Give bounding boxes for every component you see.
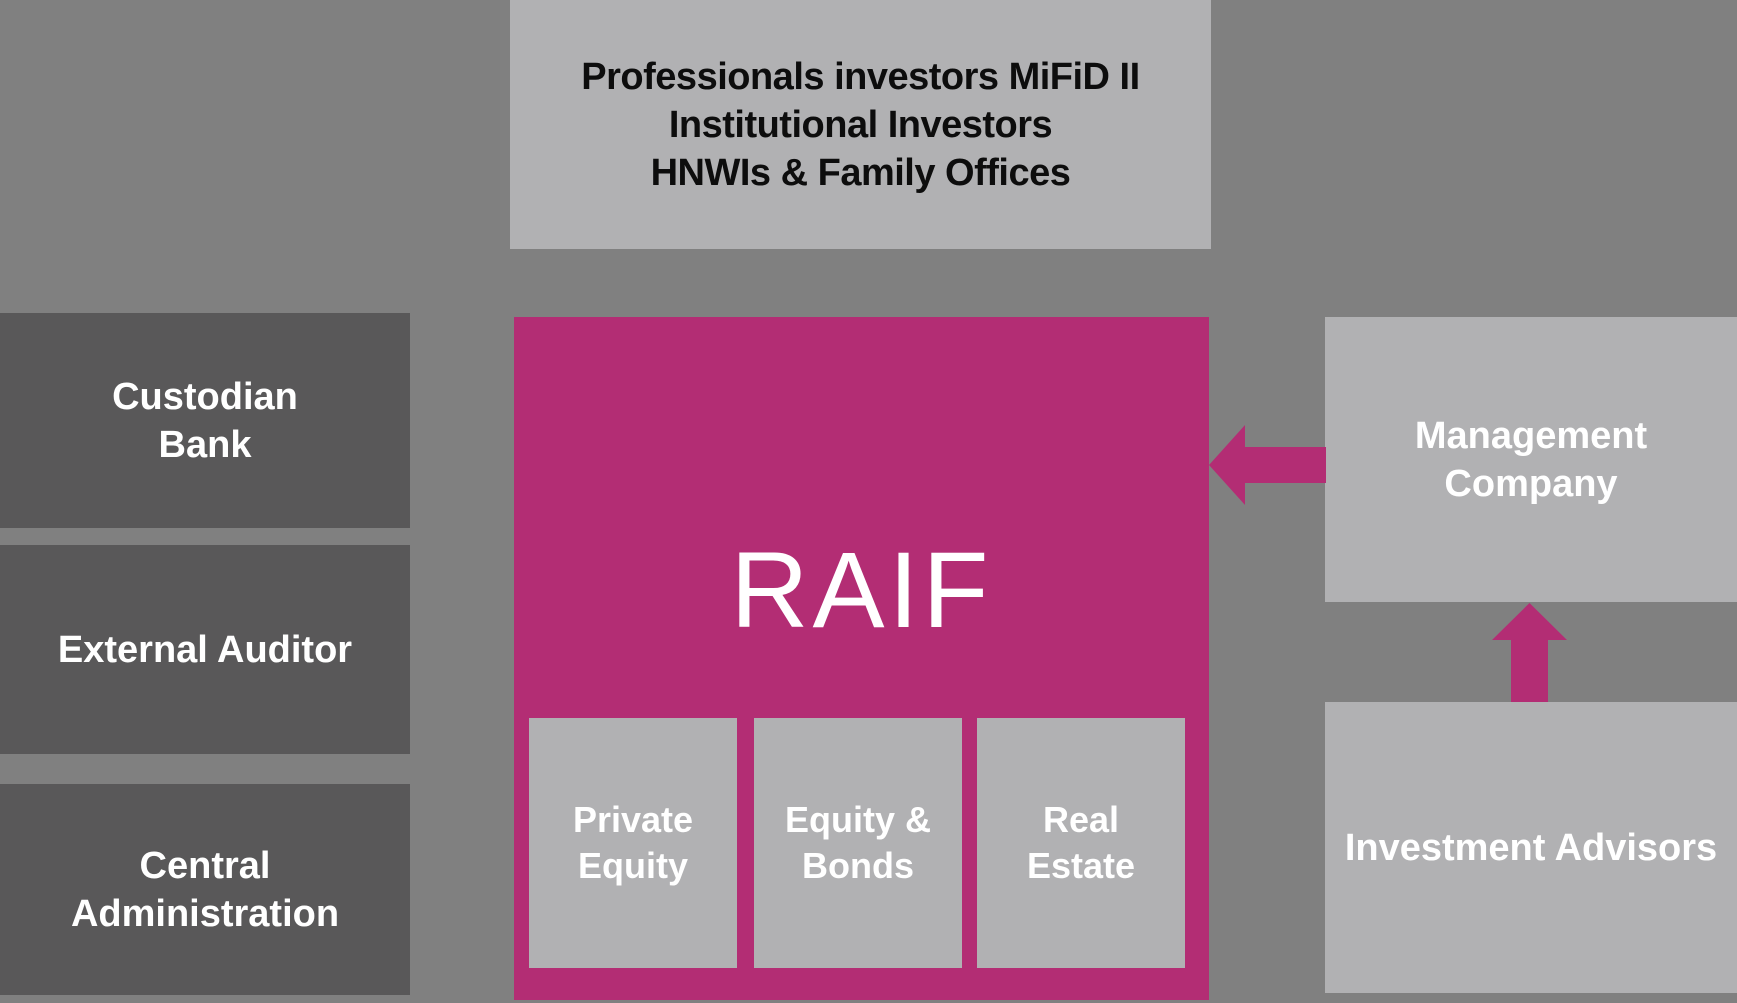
- custodian-line-1: Custodian: [112, 375, 298, 418]
- central-line-2: Administration: [70, 892, 340, 935]
- investment-advisors-text: Investment Advisors: [1345, 824, 1717, 872]
- advisors-line-1: Investment Advisors: [1344, 826, 1718, 869]
- private-equity-line-2: Equity: [577, 845, 688, 886]
- private-equity-text: Private Equity: [573, 797, 693, 889]
- real-estate-text: Real Estate: [1027, 797, 1135, 889]
- investors-line-3: HNWIs & Family Offices: [650, 151, 1071, 194]
- custodian-bank-box: Custodian Bank: [0, 313, 410, 528]
- raif-box: RAIF Private Equity Equity & Bonds Real …: [514, 317, 1209, 1000]
- investors-line-2: Institutional Investors: [668, 103, 1053, 146]
- external-auditor-box: External Auditor: [0, 545, 410, 754]
- central-line-1: Central: [139, 844, 271, 887]
- left-block-arrow-shape: [1209, 425, 1326, 505]
- auditor-line-1: External Auditor: [57, 628, 353, 671]
- custodian-line-2: Bank: [158, 423, 252, 466]
- private-equity-box: Private Equity: [529, 718, 737, 968]
- real-estate-line-1: Real: [1042, 799, 1120, 840]
- real-estate-box: Real Estate: [977, 718, 1185, 968]
- custodian-bank-text: Custodian Bank: [112, 373, 298, 469]
- equity-bonds-line-1: Equity &: [784, 799, 931, 840]
- equity-bonds-box: Equity & Bonds: [754, 718, 962, 968]
- equity-bonds-text: Equity & Bonds: [785, 797, 931, 889]
- management-company-text: Management Company: [1415, 412, 1647, 508]
- management-company-box: Management Company: [1325, 317, 1737, 602]
- raif-title: RAIF: [730, 529, 993, 650]
- management-line-2: Company: [1444, 462, 1618, 505]
- real-estate-line-2: Estate: [1026, 845, 1136, 886]
- external-auditor-text: External Auditor: [58, 626, 352, 674]
- investment-advisors-box: Investment Advisors: [1325, 702, 1737, 993]
- central-administration-box: Central Administration: [0, 784, 410, 995]
- up-block-arrow-icon: [1492, 603, 1567, 702]
- investors-box-text: Professionals investors MiFiD II Institu…: [581, 53, 1140, 197]
- left-block-arrow-icon: [1209, 425, 1326, 505]
- private-equity-line-1: Private: [572, 799, 694, 840]
- investors-line-1: Professionals investors MiFiD II: [581, 55, 1140, 98]
- central-administration-text: Central Administration: [71, 842, 339, 938]
- investors-box: Professionals investors MiFiD II Institu…: [510, 0, 1211, 249]
- up-block-arrow-shape: [1492, 603, 1567, 702]
- management-line-1: Management: [1414, 414, 1648, 457]
- equity-bonds-line-2: Bonds: [801, 845, 914, 886]
